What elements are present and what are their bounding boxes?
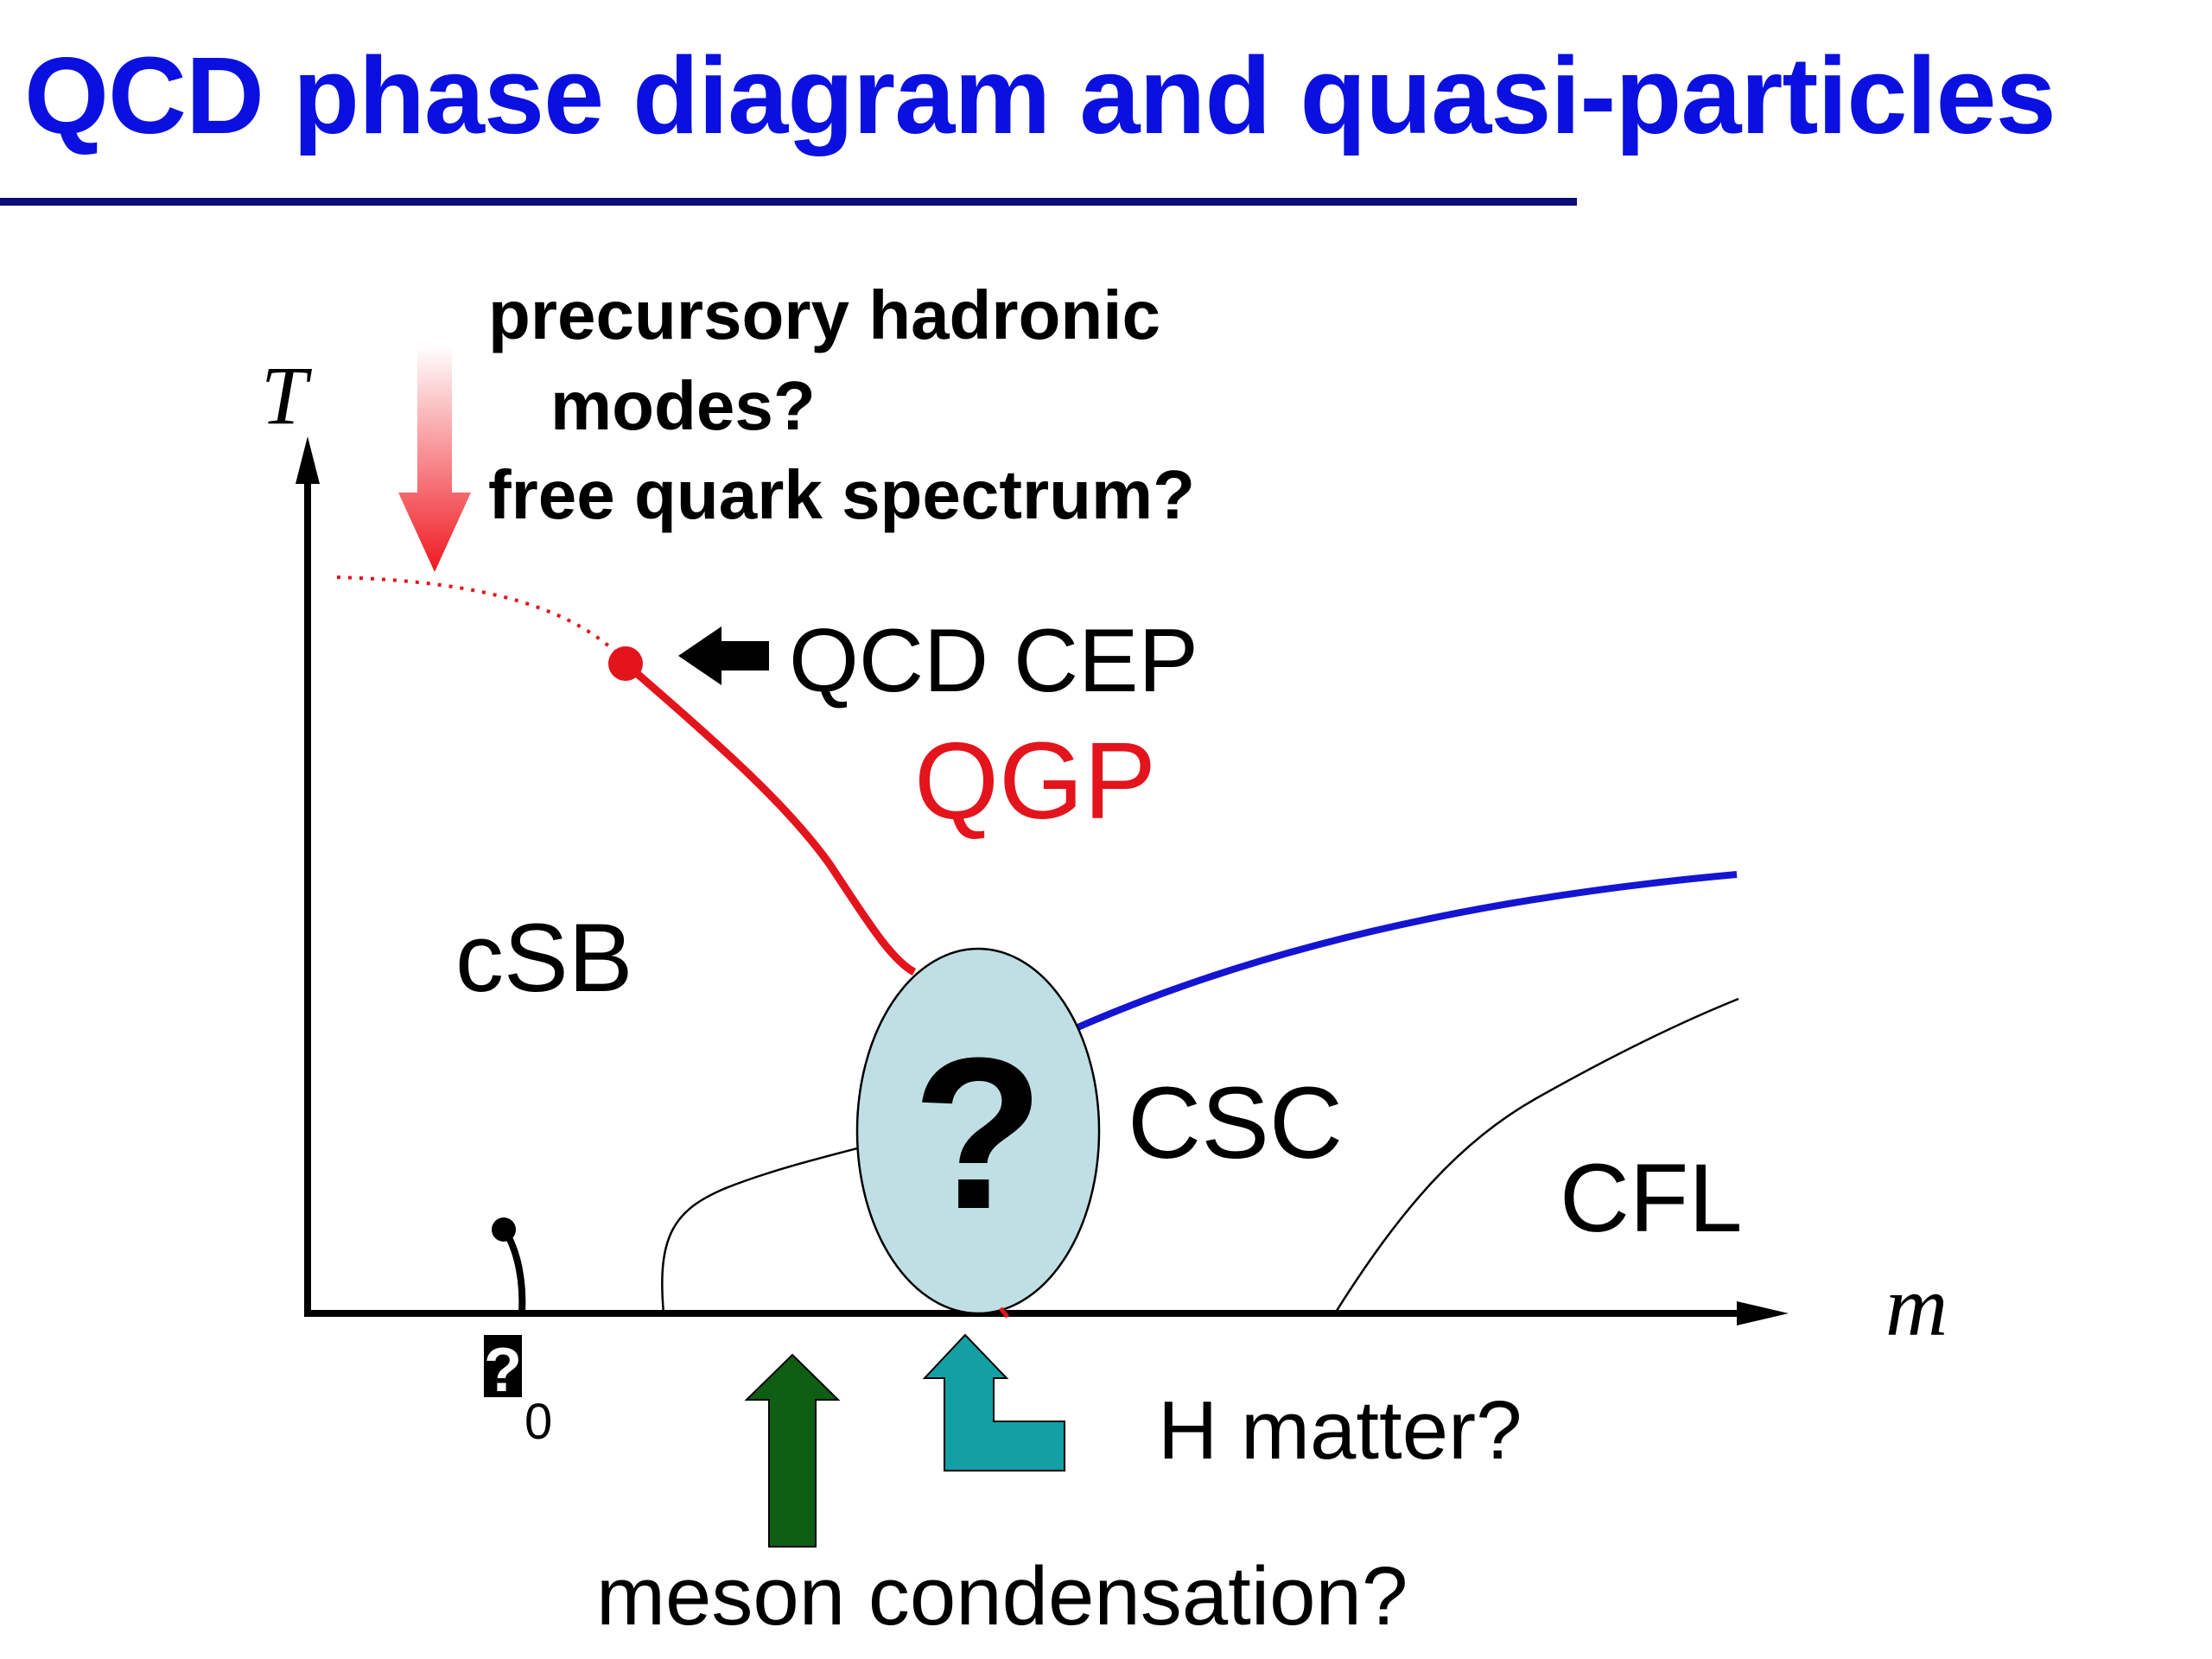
cep-pointer-arrow <box>678 626 769 685</box>
crossover-dotted-line <box>336 575 624 660</box>
origin-subscript: 0 <box>524 1394 552 1450</box>
qgp-boundary-line <box>623 660 917 976</box>
h-matter-label: H matter? <box>1158 1384 1522 1477</box>
meson-condensation-label: meson condensation? <box>596 1550 1408 1643</box>
y-axis-arrowhead <box>296 436 320 484</box>
cfl-label: CFL <box>1560 1144 1743 1252</box>
x-axis-label: m <box>1885 1258 1948 1354</box>
precursory-label-line1: precursory hadronic <box>488 276 1160 353</box>
cep-label: QCD CEP <box>789 611 1198 711</box>
ellipse-red-tick <box>999 1306 1009 1319</box>
csc-label: CSC <box>1128 1066 1343 1180</box>
origin-mark-glyph: ? <box>484 1336 522 1405</box>
precursory-label-line2: modes? <box>550 367 816 444</box>
liquid-gas-line <box>502 1229 526 1314</box>
cfl-boundary <box>1333 997 1739 1314</box>
title-underline <box>0 198 1577 206</box>
precursory-arrow <box>398 346 471 572</box>
origin-mark-box <box>484 1335 522 1397</box>
hadron-matter-boundary <box>661 1145 865 1314</box>
h-matter-arrow <box>922 1333 1065 1471</box>
slide-title: QCD phase diagram and quasi-particles <box>24 35 2056 156</box>
y-axis-label: T <box>261 349 313 442</box>
unknown-region-label: ? <box>912 1013 1045 1254</box>
csc-boundary-line <box>1074 871 1738 1032</box>
cep-point <box>608 646 643 681</box>
qgp-label: QGP <box>914 720 1156 842</box>
csb-label: cSB <box>455 904 632 1012</box>
unknown-region-ellipse <box>855 947 1101 1315</box>
meson-condensation-arrow <box>744 1353 841 1548</box>
free-quark-label: free quark spectrum? <box>488 456 1195 533</box>
liquid-gas-endpoint <box>492 1217 516 1242</box>
x-axis-arrowhead <box>1737 1301 1789 1325</box>
